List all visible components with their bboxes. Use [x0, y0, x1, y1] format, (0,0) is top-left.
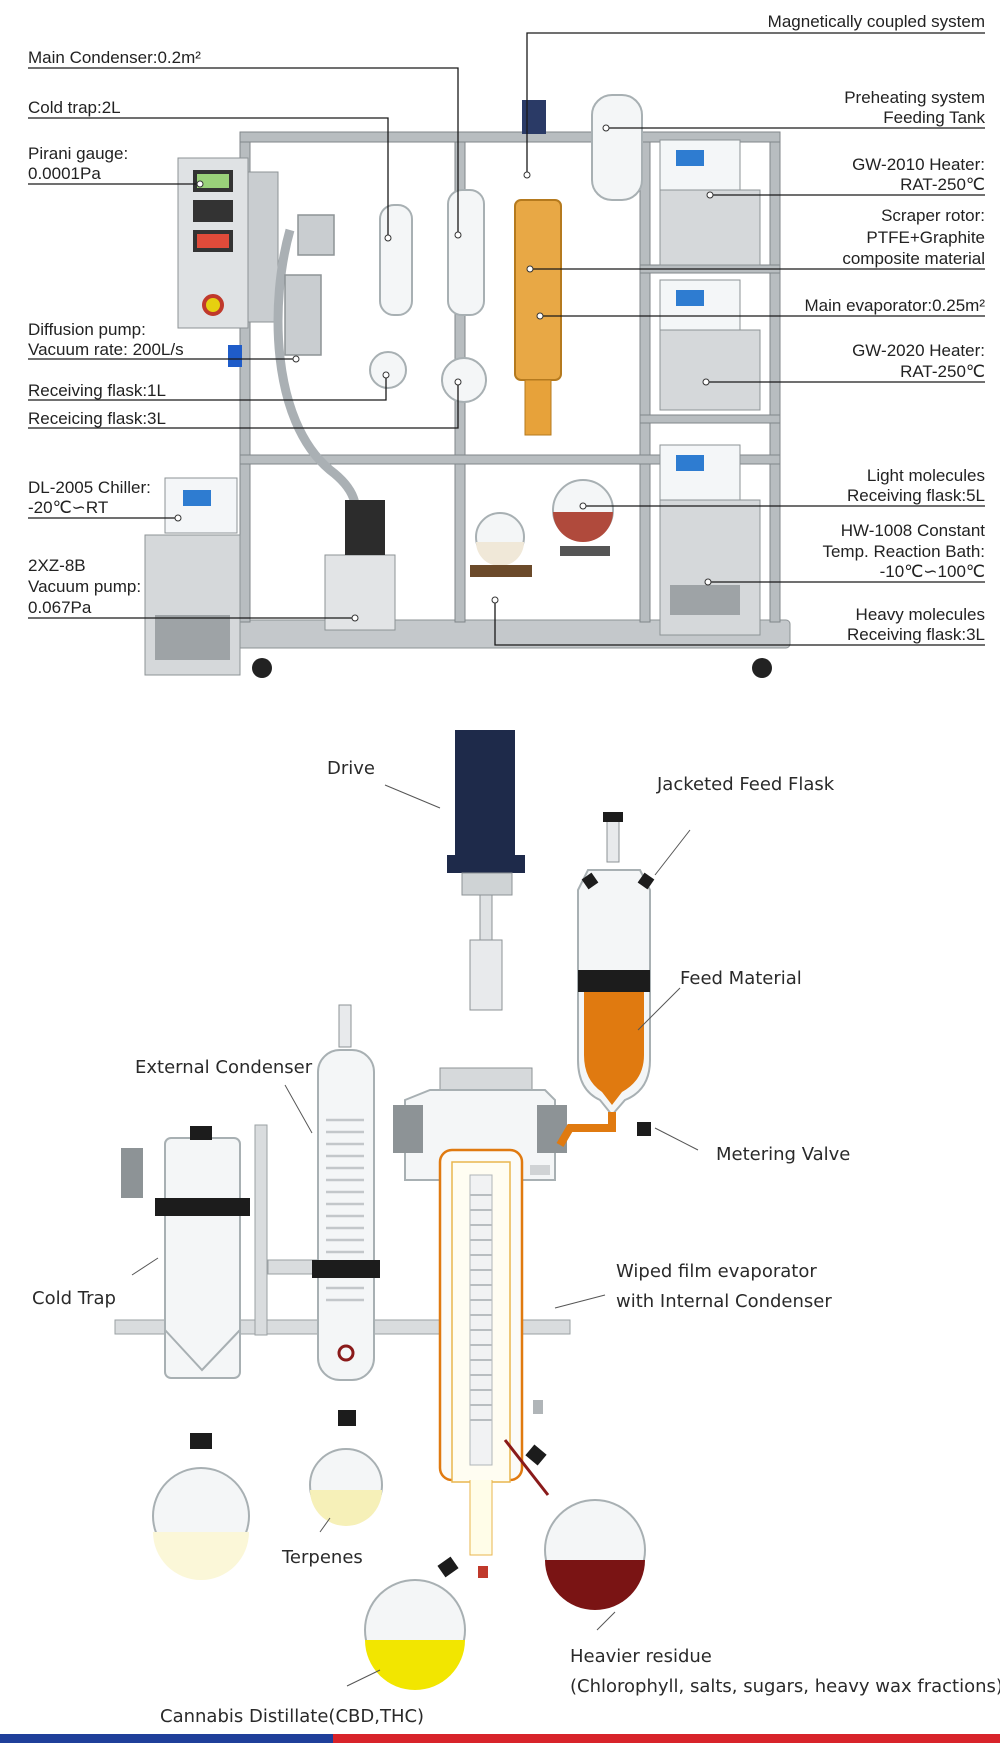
- label-recv1: Receiving flask:1L: [28, 381, 166, 400]
- external-condenser: [309, 1004, 383, 1526]
- photo-labels: Magnetically coupled system Main Condens…: [28, 12, 985, 644]
- label-main-condenser: Main Condenser:0.2m²: [28, 48, 201, 67]
- distillate-flask: [364, 1556, 466, 1690]
- label-gw2010-1: GW-2010 Heater:: [852, 155, 985, 174]
- jacketed-feed-flask: [556, 812, 655, 1148]
- label-metering-valve: Metering Valve: [716, 1144, 850, 1165]
- residue-flask: [503, 1439, 646, 1610]
- label-wiped-2: with Internal Condenser: [616, 1291, 832, 1312]
- label-feed-material: Feed Material: [680, 968, 802, 989]
- wiped-film-evaporator: [393, 1089, 567, 1578]
- label-scraper-1: Scraper rotor:: [881, 206, 985, 225]
- label-scraper-2: PTFE+Graphite: [866, 228, 985, 247]
- label-terpenes: Terpenes: [281, 1547, 363, 1568]
- label-distillate: Cannabis Distillate(CBD,THC): [160, 1706, 424, 1727]
- label-gw2010-2: RAT-250℃: [900, 175, 985, 194]
- label-preheat-2: Feeding Tank: [883, 108, 985, 127]
- label-gw2020-1: GW-2020 Heater:: [852, 341, 985, 360]
- label-hw-2: Temp. Reaction Bath:: [822, 542, 985, 561]
- schematic-labels: Drive Jacketed Feed Flask Feed Material …: [32, 758, 1000, 1727]
- label-pirani-2: 0.0001Pa: [28, 164, 101, 183]
- photo-leaders: [28, 32, 985, 646]
- label-heavy-2: Receiving flask:3L: [847, 625, 985, 644]
- label-main-evap: Main evaporator:0.25m²: [805, 296, 986, 315]
- label-vac-3: 0.067Pa: [28, 598, 92, 617]
- schematic: [114, 730, 655, 1690]
- label-heavier-2: (Chlorophyll, salts, sugars, heavy wax f…: [570, 1676, 1000, 1697]
- label-pirani-1: Pirani gauge:: [28, 144, 128, 163]
- label-diffusion-1: Diffusion pump:: [28, 320, 146, 339]
- label-gw2020-2: RAT-250℃: [900, 362, 985, 381]
- label-jacketed-feed-flask: Jacketed Feed Flask: [656, 774, 835, 795]
- label-external-condenser: External Condenser: [135, 1057, 313, 1078]
- label-chiller-1: DL-2005 Chiller:: [28, 478, 151, 497]
- label-magnetic: Magnetically coupled system: [768, 12, 985, 31]
- cold-trap: [121, 1126, 250, 1580]
- label-scraper-3: composite material: [842, 249, 985, 268]
- label-vac-2: Vacuum pump:: [28, 577, 141, 596]
- label-light-1: Light molecules: [867, 466, 985, 485]
- label-drive: Drive: [327, 758, 375, 779]
- label-vac-1: 2XZ-8B: [28, 556, 86, 575]
- label-heavy-1: Heavy molecules: [856, 605, 985, 624]
- label-diffusion-2: Vacuum rate: 200L/s: [28, 340, 184, 359]
- label-cold-trap: Cold Trap: [32, 1288, 116, 1309]
- label-recv3: Receicing flask:3L: [28, 409, 166, 428]
- label-heavier-1: Heavier residue: [570, 1646, 712, 1667]
- label-chiller-2: -20℃∽RT: [28, 498, 108, 517]
- equipment-photo: [144, 94, 791, 678]
- schematic-leaders: [131, 784, 699, 1687]
- drive-motor: [455, 730, 515, 855]
- label-wiped-1: Wiped film evaporator: [616, 1261, 817, 1282]
- footer-bar-red: [333, 1734, 1000, 1743]
- label-cold-trap: Cold trap:2L: [28, 98, 121, 117]
- label-hw-1: HW-1008 Constant: [841, 521, 986, 540]
- label-light-2: Receiving flask:5L: [847, 486, 985, 505]
- footer-bar-blue: [0, 1734, 333, 1743]
- label-preheat-1: Preheating system: [844, 88, 985, 107]
- label-hw-3: -10℃∽100℃: [880, 562, 985, 581]
